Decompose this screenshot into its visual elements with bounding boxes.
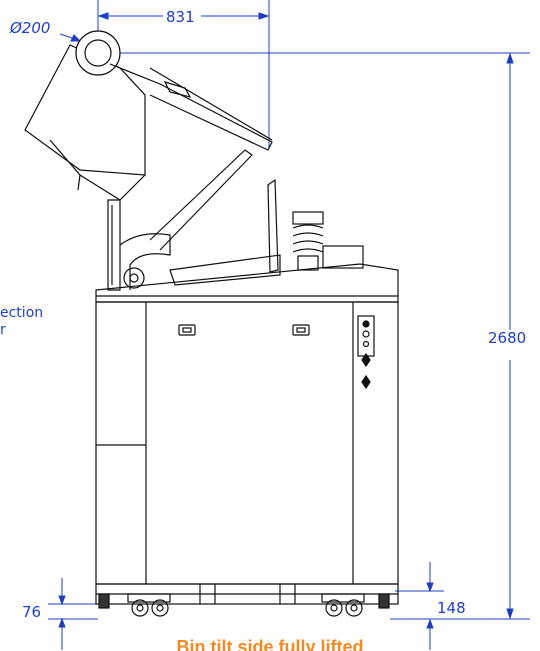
- height-dimension-label: 2680: [488, 329, 527, 347]
- base-height-dimension-label: 148: [437, 599, 466, 617]
- diameter-label: Ø200: [10, 19, 51, 37]
- side-note-line2: r: [0, 322, 6, 338]
- machine-cabinet: [95, 263, 399, 605]
- dimension-lines: [48, 0, 530, 650]
- foot-height-dimension-label: 76: [22, 603, 42, 621]
- side-note-line1: ection: [0, 305, 44, 321]
- figure-caption: Bin tilt side fully lifted: [176, 637, 364, 651]
- reach-dimension-label: 831: [166, 8, 195, 26]
- casters: [98, 593, 390, 617]
- lift-arm-and-bin: [24, 30, 364, 291]
